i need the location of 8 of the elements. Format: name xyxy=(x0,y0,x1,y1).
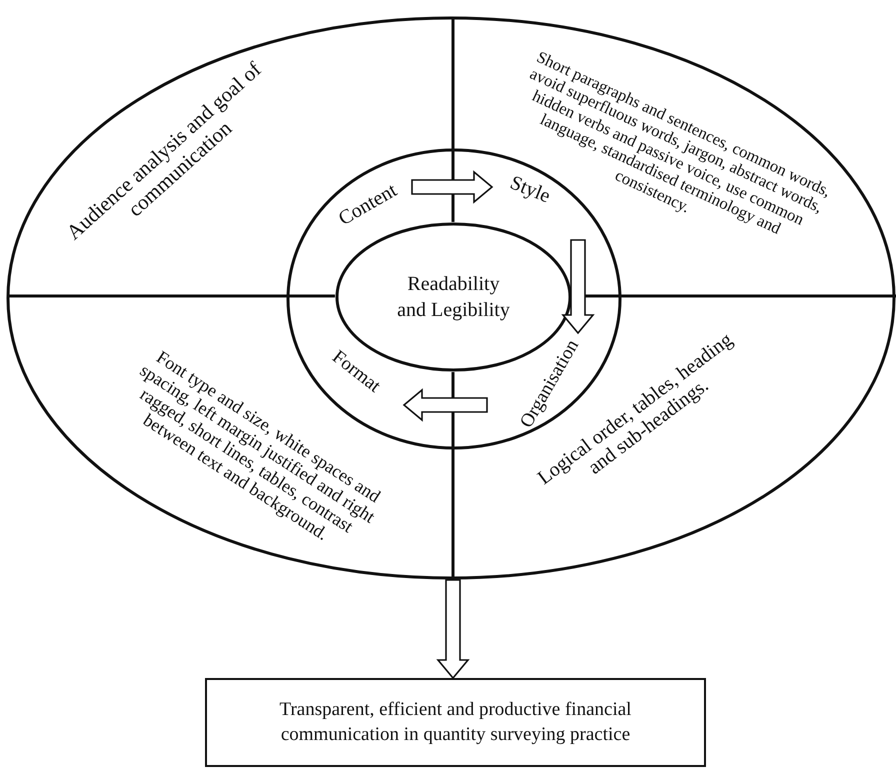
block-arrow xyxy=(436,579,470,680)
block-arrow xyxy=(411,170,494,204)
result-box xyxy=(205,678,706,767)
block-arrow xyxy=(561,239,595,334)
ring-label: Style xyxy=(506,172,554,208)
center-label: Readability and Legibility xyxy=(396,272,511,323)
block-arrow xyxy=(402,388,488,422)
result-text: Transparent, efficient and productive financial communication in quantity surveying practice xyxy=(278,698,632,746)
